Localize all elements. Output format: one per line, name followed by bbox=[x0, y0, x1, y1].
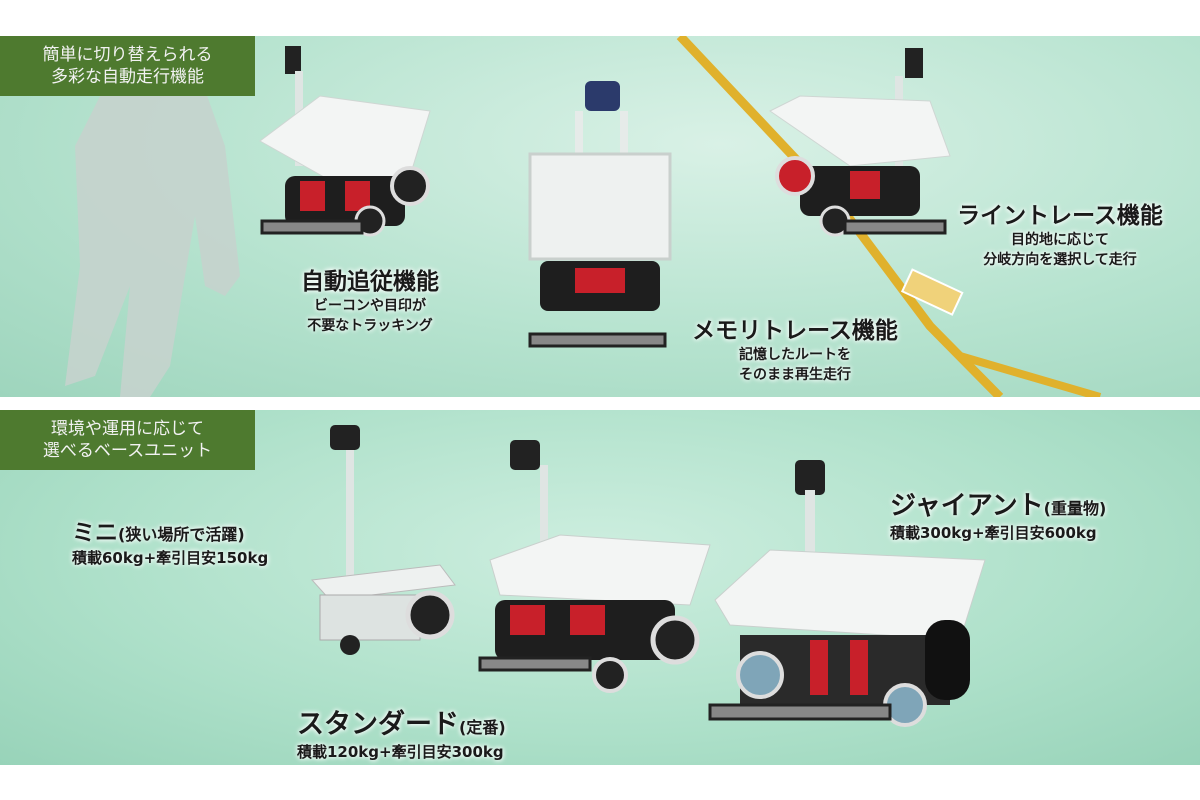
robot-follow bbox=[259, 46, 431, 237]
robot-mini bbox=[310, 425, 456, 655]
robot-giant bbox=[708, 460, 986, 727]
feature-desc: そのまま再生走行 bbox=[739, 367, 851, 383]
base-unit-panel: 環境や運用に応じて 選べるベースユニット ミニ(狭い場所で活躍) 積載60kg+… bbox=[0, 410, 1200, 765]
tag-line: 選べるベースユニット bbox=[42, 441, 213, 461]
units-illustration bbox=[310, 425, 986, 727]
scene-illustration bbox=[65, 36, 1102, 397]
feature-title: 自動追従機能 bbox=[301, 269, 439, 295]
feature-desc: 記憶したルートを bbox=[739, 347, 851, 363]
robot-line bbox=[769, 48, 951, 237]
section-tag: 簡単に切り替えられる 多彩な自動走行機能 bbox=[0, 36, 255, 96]
unit-note: (狭い場所で活躍) bbox=[118, 525, 245, 544]
unit-name: ジャイアント bbox=[890, 491, 1044, 521]
feature-title: メモリトレース機能 bbox=[692, 318, 898, 344]
unit-spec: 積載60kg+牽引目安150kg bbox=[72, 549, 269, 567]
robot-memory bbox=[528, 81, 672, 348]
robot-standard bbox=[478, 440, 711, 693]
auto-driving-panel: 簡単に切り替えられる 多彩な自動走行機能 自動追従機能 ビーコンや目印が 不要な… bbox=[0, 36, 1200, 397]
feature-memory: メモリトレース機能 記憶したルートを そのまま再生走行 bbox=[690, 311, 900, 385]
feature-desc: 目的地に応じて bbox=[1011, 232, 1109, 248]
section-tag: 環境や運用に応じて 選べるベースユニット bbox=[0, 410, 255, 470]
feature-follow: 自動追従機能 ビーコンや目印が 不要なトラッキング bbox=[295, 262, 445, 336]
guide-line-branch bbox=[958, 352, 1102, 397]
unit-name: ミニ bbox=[72, 520, 118, 546]
walking-person bbox=[65, 76, 240, 397]
feature-desc: 不要なトラッキング bbox=[307, 318, 433, 334]
unit-standard: スタンダード(定番) 積載120kg+牽引目安300kg bbox=[297, 702, 506, 762]
tag-line: 簡単に切り替えられる bbox=[42, 45, 213, 65]
unit-mini: ミニ(狭い場所で活躍) 積載60kg+牽引目安150kg bbox=[72, 513, 268, 568]
tag-line: 多彩な自動走行機能 bbox=[51, 67, 204, 87]
feature-line: ライントレース機能 目的地に応じて 分岐方向を選択して走行 bbox=[955, 196, 1165, 270]
line-marker bbox=[900, 268, 964, 316]
unit-spec: 積載300kg+牽引目安600kg bbox=[890, 524, 1097, 542]
tag-line: 環境や運用に応じて bbox=[51, 419, 204, 439]
unit-giant: ジャイアント(重量物) 積載300kg+牽引目安600kg bbox=[890, 485, 1106, 543]
feature-desc: 分岐方向を選択して走行 bbox=[983, 252, 1137, 268]
unit-spec: 積載120kg+牽引目安300kg bbox=[297, 743, 504, 761]
unit-note: (重量物) bbox=[1043, 499, 1107, 518]
unit-name: スタンダード bbox=[297, 709, 459, 740]
feature-title: ライントレース機能 bbox=[957, 203, 1163, 229]
feature-desc: ビーコンや目印が bbox=[314, 298, 426, 314]
unit-note: (定番) bbox=[459, 718, 506, 737]
